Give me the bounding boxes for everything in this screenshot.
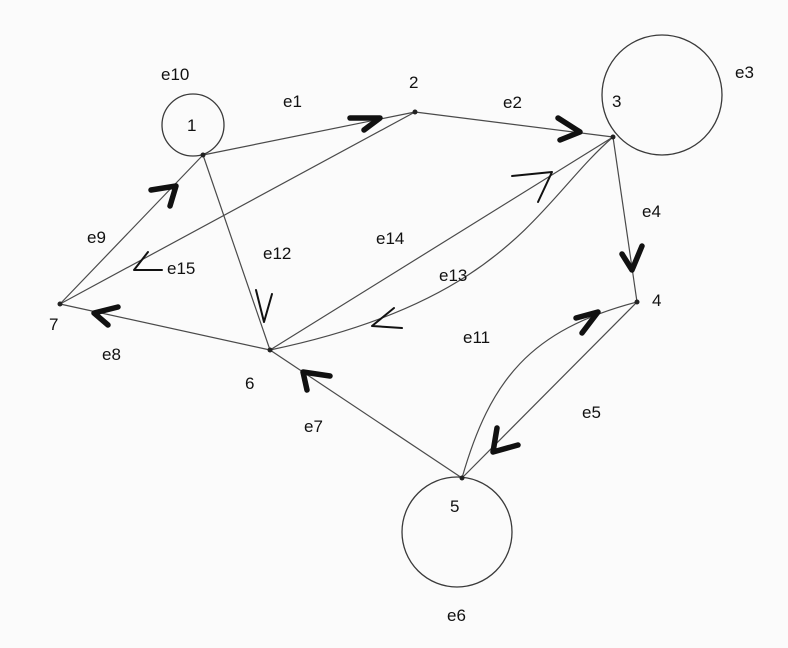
arrow-e4	[619, 243, 645, 273]
edge-label-e14: e14	[376, 229, 404, 248]
edge-e1	[202, 111, 416, 156]
arrow-e9	[148, 183, 179, 209]
arrow-e8	[91, 304, 121, 328]
edge-label-e4: e4	[642, 202, 661, 221]
edge-label-e12: e12	[263, 244, 291, 263]
vertex-label-3: 3	[612, 92, 621, 111]
vertex-7-dot	[57, 301, 63, 307]
edge-label-e15: e15	[167, 259, 195, 278]
arrow-e12	[255, 289, 273, 323]
arrow-e2	[555, 115, 583, 143]
edge-label-e13: e13	[439, 266, 467, 285]
edge-label-e9: e9	[87, 228, 106, 247]
vertex-label-4: 4	[652, 291, 661, 310]
edge-e4	[612, 136, 638, 303]
edge-label-e10: e10	[161, 65, 189, 84]
edge-e9	[59, 154, 204, 305]
edge-label-e5: e5	[582, 403, 601, 422]
edge-e6	[401, 476, 513, 588]
vertex-4-dot	[634, 299, 640, 305]
edge-label-e2: e2	[503, 93, 522, 112]
edge-e14	[269, 136, 614, 351]
edge-e10	[161, 93, 225, 157]
edge-label-e7: e7	[304, 417, 323, 436]
vertex-label-2: 2	[409, 73, 418, 92]
edge-label-e1: e1	[283, 92, 302, 111]
arrow-e13	[371, 307, 403, 329]
edge-e8	[59, 303, 271, 351]
vertex-label-1: 1	[187, 116, 196, 135]
vertex-label-5: 5	[450, 497, 459, 516]
vertex-2-dot	[412, 109, 418, 115]
vertex-6-dot	[267, 347, 273, 353]
edge-e12	[202, 154, 271, 351]
arrow-e7	[300, 369, 333, 393]
edge-label-e8: e8	[102, 345, 121, 364]
edge-e2	[414, 111, 614, 138]
arrow-e11	[573, 309, 601, 336]
edge-label-e11: e11	[463, 328, 490, 347]
vertex-label-7: 7	[49, 315, 58, 334]
edge-e15	[59, 111, 416, 305]
arrow-e1	[347, 115, 383, 133]
vertex-1-dot	[200, 152, 206, 158]
edge-e13	[269, 136, 614, 351]
edge-e7	[269, 349, 463, 479]
arrow-e15	[133, 251, 163, 271]
vertex-5-dot	[459, 475, 465, 481]
vertex-label-6: 6	[245, 374, 254, 393]
arrow-e14	[511, 171, 553, 203]
vertex-3-dot	[610, 134, 616, 140]
arrow-e5	[490, 425, 521, 455]
edge-label-e3: e3	[735, 63, 754, 82]
edge-e3	[601, 34, 723, 156]
edge-label-e6: e6	[447, 606, 466, 625]
